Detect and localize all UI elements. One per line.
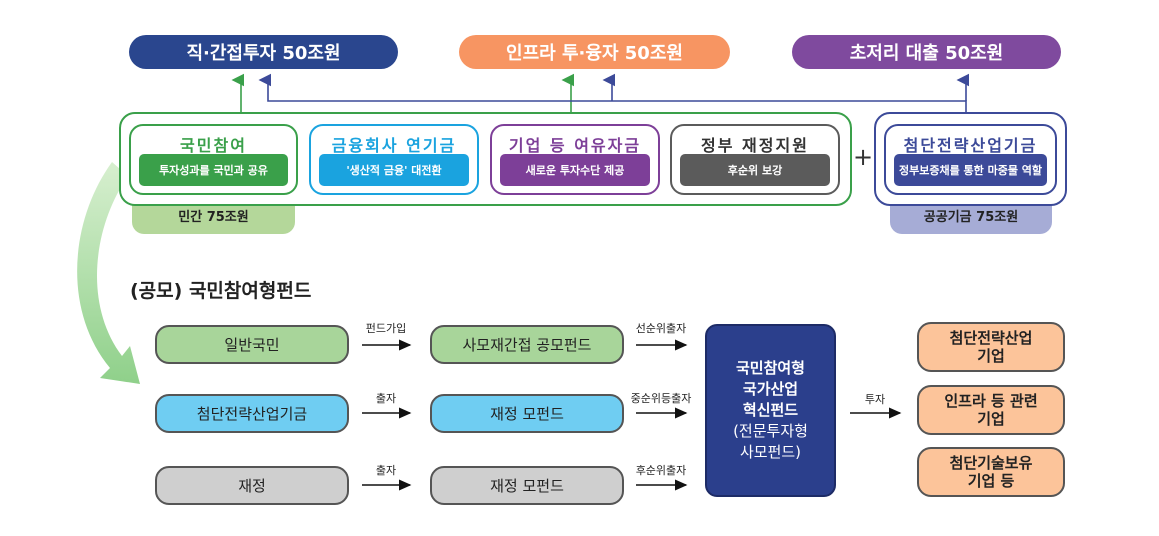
- card-title: 기업 등 여유자금: [508, 136, 642, 155]
- card-strategic-industry-fund: 첨단전략산업기금 정부보증채를 통한 마중물 역할: [884, 124, 1057, 195]
- target-infrastructure: 인프라 등 관련 기업: [917, 385, 1065, 435]
- card-title: 첨단전략산업기금: [903, 136, 1038, 155]
- card-public-participation: 국민참여 투자성과를 국민과 공유: [129, 124, 298, 195]
- goal-infrastructure: 인프라 투·융자 50조원: [459, 35, 730, 69]
- center-line-4: (전문투자형: [733, 422, 808, 440]
- target-line-1: 첨단기술보유: [949, 454, 1033, 472]
- card-title: 국민참여: [180, 136, 247, 155]
- fund-government-mother-1: 재정 모펀드: [430, 394, 624, 433]
- target-advanced-tech: 첨단기술보유 기업 등: [917, 447, 1065, 497]
- plus-icon: +: [852, 143, 874, 171]
- target-line-2: 기업 등: [967, 472, 1015, 490]
- label-investment: 투자: [864, 393, 886, 406]
- source-government-finance: 재정: [155, 466, 349, 505]
- card-government-support: 정부 재정지원 후순위 보강: [670, 124, 840, 195]
- connector-public-fund: [258, 73, 967, 112]
- target-line-1: 인프라 등 관련: [944, 392, 1038, 410]
- card-subtitle: 투자성과를 국민과 공유: [139, 154, 288, 186]
- target-line-2: 기업: [977, 410, 1005, 428]
- label-mezzanine-tranche: 중순위등출자: [630, 392, 692, 405]
- center-line-2: 국가산업: [742, 380, 799, 398]
- target-line-1: 첨단전략산업: [949, 329, 1033, 347]
- label-contribution-2: 출자: [375, 392, 397, 405]
- fund-private-fof: 사모재간접 공모펀드: [430, 325, 624, 364]
- label-fund-subscription: 펀드가입: [365, 322, 407, 335]
- center-line-5: 사모펀드): [739, 443, 802, 461]
- label-contribution-3: 출자: [375, 464, 397, 477]
- target-strategic-industry: 첨단전략산업 기업: [917, 322, 1065, 372]
- card-financial-institutions: 금융회사 연기금 '생산적 금융' 대전환: [309, 124, 479, 195]
- goal-direct-investment: 직·간접투자 50조원: [129, 35, 398, 69]
- center-line-3: 혁신펀드: [742, 401, 799, 419]
- source-strategic-fund: 첨단전략산업기금: [155, 394, 349, 433]
- label-junior-tranche: 후순위출자: [635, 464, 687, 477]
- card-title: 정부 재정지원: [701, 136, 809, 155]
- national-innovation-fund: 국민참여형 국가산업 혁신펀드 (전문투자형 사모펀드): [705, 324, 836, 497]
- goal-low-rate-loan: 초저리 대출 50조원: [792, 35, 1061, 69]
- center-line-1: 국민참여형: [735, 359, 805, 377]
- card-subtitle: 정부보증채를 통한 마중물 역할: [894, 154, 1047, 186]
- card-subtitle: 후순위 보강: [680, 154, 830, 186]
- curved-arrow-icon: [77, 162, 140, 384]
- card-subtitle: '생산적 금융' 대전환: [319, 154, 469, 186]
- source-general-public: 일반국민: [155, 325, 349, 364]
- label-senior-tranche: 선순위출자: [635, 322, 687, 335]
- card-subtitle: 새로운 투자수단 제공: [500, 154, 650, 186]
- target-line-2: 기업: [977, 347, 1005, 365]
- fund-government-mother-2: 재정 모펀드: [430, 466, 624, 505]
- card-title: 금융회사 연기금: [331, 136, 457, 155]
- card-corporate-funds: 기업 등 여유자금 새로운 투자수단 제공: [490, 124, 660, 195]
- section-title: (공모) 국민참여형펀드: [130, 280, 312, 302]
